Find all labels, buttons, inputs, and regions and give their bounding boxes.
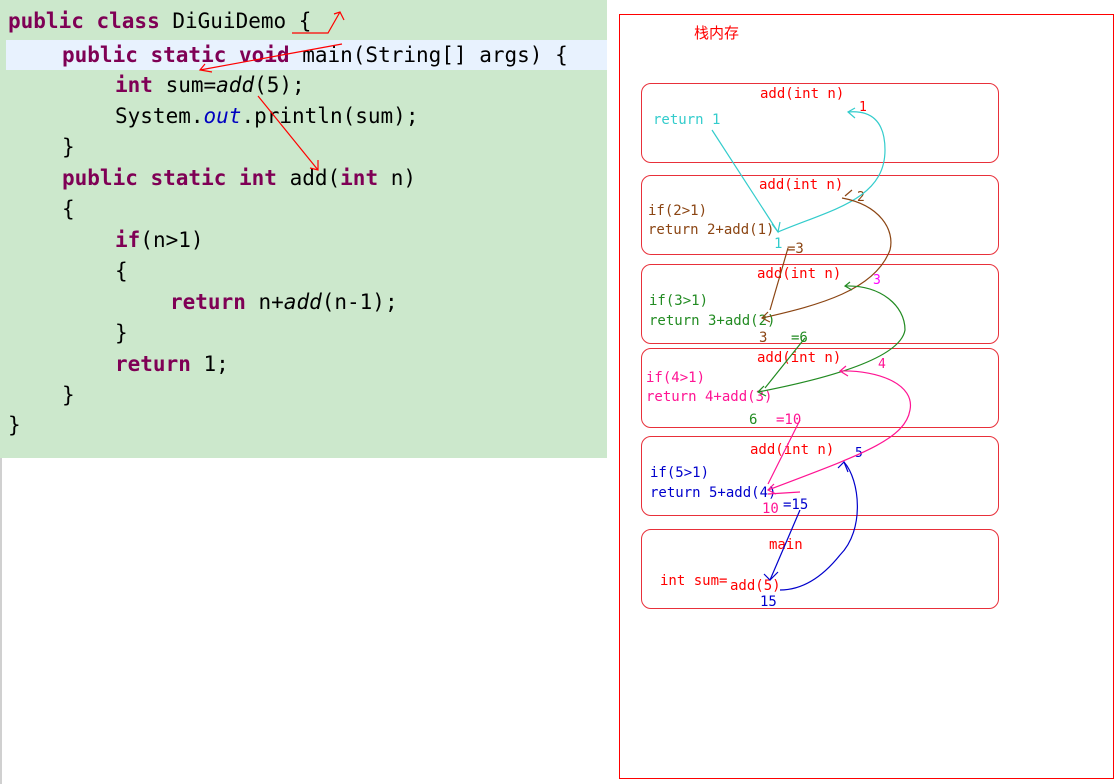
println-line: System.out.println(sum);	[115, 101, 418, 131]
stack-frame-add-5	[641, 436, 999, 516]
current-line-highlight	[6, 40, 607, 70]
method-call: add	[283, 290, 322, 314]
code-editor[interactable]: public class DiGuiDemo { public static v…	[0, 0, 607, 458]
frame-return-line: return 2+add(1)	[648, 222, 775, 238]
code-text: (n>1)	[140, 228, 204, 252]
close-class-brace: }	[8, 413, 21, 437]
static-field: out	[203, 104, 242, 128]
code-text: DiGuiDemo {	[159, 9, 312, 33]
frame-arg-value: 5	[855, 446, 863, 461]
keyword: public class	[8, 9, 160, 33]
base-return-line: return 1;	[115, 349, 229, 379]
frame-arg-value: 1	[859, 100, 867, 115]
frame-method-name: add(int n)	[750, 442, 835, 458]
close-main-brace: }	[62, 135, 75, 159]
sum-to-add-arrow	[257, 95, 319, 171]
code-text: n)	[378, 166, 417, 190]
frame-method-name: main	[769, 537, 803, 553]
return-6-arrow	[756, 281, 906, 397]
frame-result-value: 15	[760, 594, 777, 610]
if-line: if(n>1)	[115, 225, 204, 255]
frame-return-line: return 5+add(4)	[650, 485, 777, 501]
return-10-arrow	[766, 365, 911, 495]
frame-arg-value: 4	[878, 357, 886, 372]
keyword: int	[115, 73, 153, 97]
code-text: add(	[276, 166, 341, 190]
frame-arg-value: 2	[857, 190, 865, 205]
frame-method-name: add(int n)	[759, 177, 844, 193]
frame-result-value: 3	[759, 330, 768, 346]
frame-method-name: add(int n)	[760, 86, 845, 102]
class-declaration-line: public class DiGuiDemo {	[8, 6, 311, 36]
frame-result-sum: =6	[791, 330, 808, 346]
add-declaration-line: public static int add(int n)	[62, 163, 416, 193]
keyword: int	[340, 166, 379, 190]
frame-condition-line: if(5>1)	[650, 465, 710, 481]
frame-return-line: add(5)	[730, 578, 781, 594]
frame-result-value: 6	[749, 412, 758, 428]
frame-condition-line: if(4>1)	[646, 370, 706, 386]
method-call: add	[216, 73, 255, 97]
frame-result-sum: =10	[776, 412, 802, 428]
frame-condition-line: int sum=	[660, 573, 728, 589]
return-1-arrow	[711, 107, 886, 234]
recursive-return-line: return n+add(n-1);	[170, 287, 398, 317]
code-text: 1;	[190, 352, 229, 376]
frame-method-name: add(int n)	[757, 266, 842, 282]
window-edge	[0, 458, 2, 784]
code-text: .println(sum);	[241, 104, 419, 128]
frame-result-sum: =3	[787, 241, 804, 257]
return-15-arrow	[763, 460, 858, 591]
open-add-brace: {	[62, 197, 75, 221]
frame-result-sum: =15	[783, 497, 809, 513]
frame-arg-value: 3	[873, 273, 881, 288]
frame-condition-line: if(2>1)	[648, 203, 708, 219]
keyword: public static void	[62, 43, 290, 67]
class-to-main-arrow	[292, 11, 341, 34]
stack-frame-add-4	[641, 348, 999, 428]
keyword: return	[115, 352, 191, 376]
stack-frame-add-3	[641, 264, 999, 344]
open-if-brace: {	[115, 259, 128, 283]
frame-return-line: return 1	[653, 112, 721, 128]
close-if-brace: }	[115, 321, 128, 345]
code-text: (n-1);	[321, 290, 398, 314]
close-add-brace: }	[62, 383, 75, 407]
frame-method-name: add(int n)	[757, 350, 842, 366]
stack-frame-add-1	[641, 83, 999, 163]
return-3-arrow	[760, 189, 892, 323]
frame-result-value: 10	[762, 501, 779, 517]
stack-memory-title: 栈内存	[694, 24, 740, 42]
frame-result-value: 1	[774, 236, 783, 252]
frame-return-line: return 3+add(2)	[649, 313, 776, 329]
keyword: public static int	[62, 166, 277, 190]
code-text: sum=	[152, 73, 217, 97]
code-text: n+	[245, 290, 284, 314]
stack-frame-main	[641, 529, 999, 609]
code-text: (5);	[254, 73, 305, 97]
keyword: if	[115, 228, 141, 252]
keyword: return	[170, 290, 246, 314]
main-to-sum-arrow	[199, 43, 343, 71]
main-declaration-line: public static void main(String[] args) {	[62, 40, 568, 70]
stack-frame-add-2	[641, 175, 999, 255]
stack-memory-panel	[619, 14, 1114, 779]
code-text: System.	[115, 104, 204, 128]
sum-assignment-line: int sum=add(5);	[115, 70, 305, 100]
frame-return-line: return 4+add(3)	[646, 389, 773, 405]
code-text: main(String[] args) {	[289, 43, 568, 67]
frame-condition-line: if(3>1)	[649, 293, 709, 309]
